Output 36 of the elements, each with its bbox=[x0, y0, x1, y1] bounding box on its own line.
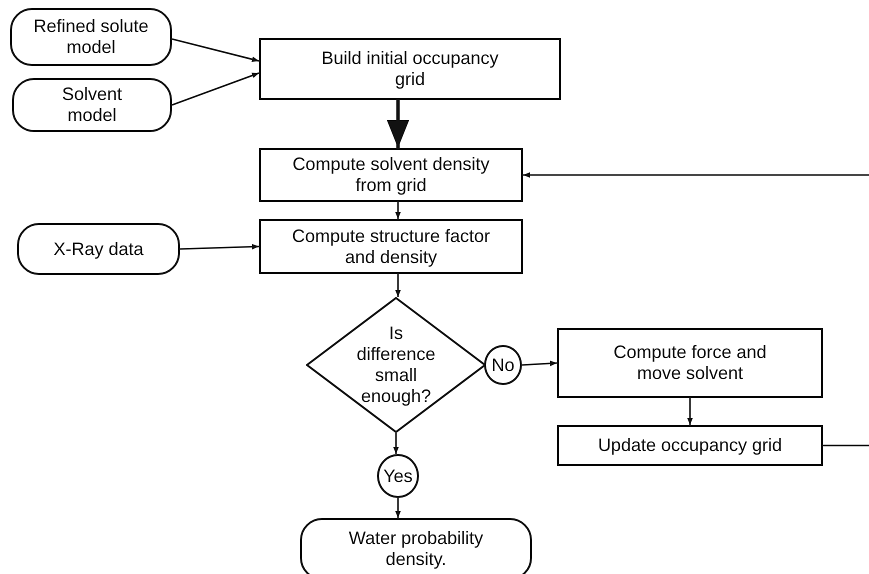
arrow bbox=[172, 72, 260, 106]
arrow bbox=[522, 360, 558, 366]
decision-diamond bbox=[306, 297, 486, 433]
node-text: Refined solute model bbox=[32, 16, 150, 58]
arrow bbox=[395, 498, 401, 518]
node-text: Is difference small enough? bbox=[356, 323, 436, 407]
connector-line bbox=[823, 444, 869, 446]
node-text: Update occupancy grid bbox=[598, 435, 782, 456]
process-box bbox=[259, 38, 561, 100]
process-box bbox=[557, 425, 823, 466]
arrow bbox=[523, 172, 869, 178]
arrow bbox=[393, 433, 399, 454]
node-text: Build initial occupancy grid bbox=[320, 48, 500, 90]
arrow bbox=[395, 274, 401, 297]
branch-label: Yes bbox=[383, 466, 413, 486]
arrow bbox=[180, 244, 260, 250]
terminal-box bbox=[10, 8, 172, 66]
node-text: Compute force and move solvent bbox=[612, 342, 768, 384]
arrow bbox=[687, 398, 693, 425]
arrow bbox=[172, 38, 260, 62]
process-box bbox=[557, 328, 823, 398]
terminal-box bbox=[12, 78, 172, 132]
process-box bbox=[259, 148, 523, 202]
terminal-box bbox=[300, 518, 532, 574]
label-circle bbox=[377, 454, 419, 498]
arrow bbox=[386, 100, 410, 148]
node-text: Compute structure factor and density bbox=[291, 226, 491, 268]
arrow bbox=[395, 202, 401, 219]
terminal-box bbox=[17, 223, 180, 275]
node-text: Solvent model bbox=[60, 84, 124, 126]
branch-label: No bbox=[491, 354, 514, 376]
node-text: Water probability density. bbox=[348, 528, 484, 570]
node-text: X-Ray data bbox=[53, 238, 144, 260]
label-circle bbox=[484, 345, 522, 385]
process-box bbox=[259, 219, 523, 274]
node-text: Compute solvent density from grid bbox=[291, 154, 491, 196]
